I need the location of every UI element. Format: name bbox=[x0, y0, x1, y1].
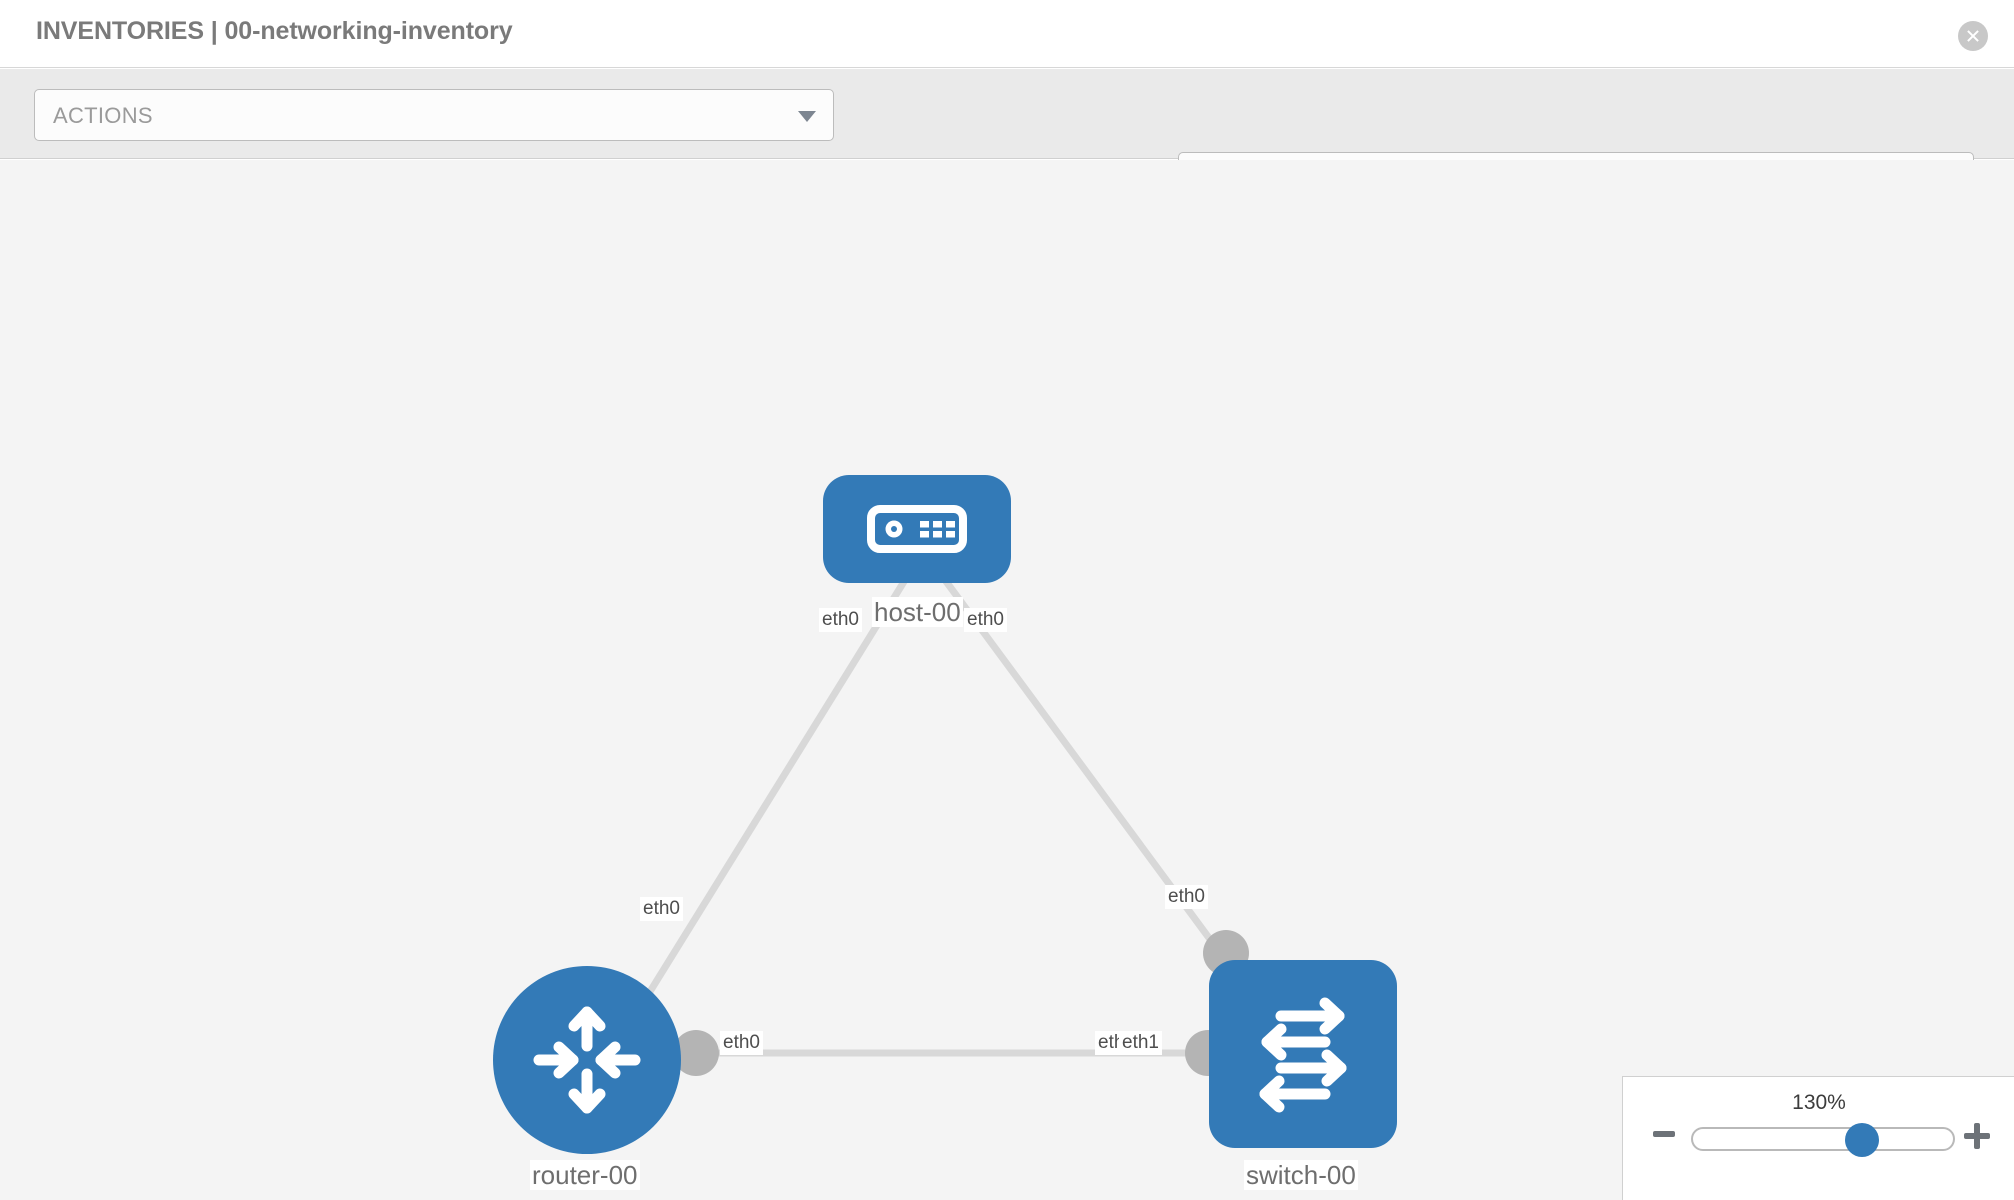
node-switch-00[interactable] bbox=[1209, 960, 1397, 1148]
zoom-control-panel: 130% bbox=[1622, 1076, 2014, 1200]
node-router-00[interactable] bbox=[493, 966, 681, 1154]
link-host-router bbox=[617, 578, 908, 1042]
edge-label-switch-up: eth0 bbox=[1165, 885, 1208, 909]
page-title: INVENTORIES | 00-networking-inventory bbox=[36, 17, 513, 45]
edge-label-host-right: eth0 bbox=[964, 608, 1007, 632]
router-arrows-icon bbox=[533, 1006, 641, 1114]
switch-arrows-icon bbox=[1259, 997, 1347, 1113]
topology-links bbox=[617, 577, 1243, 1057]
page-header: INVENTORIES | 00-networking-inventory bbox=[0, 0, 2014, 68]
edge-label-router-right: eth0 bbox=[720, 1031, 763, 1055]
toolbar: ACTIONS SEARCH bbox=[0, 69, 2014, 204]
edge-label-router-up: eth0 bbox=[640, 897, 683, 921]
node-host-00-shape[interactable] bbox=[823, 475, 1011, 583]
node-switch-00-shape[interactable] bbox=[1209, 960, 1397, 1148]
chevron-down-icon bbox=[798, 111, 816, 122]
node-host-00[interactable] bbox=[823, 475, 1011, 583]
close-icon[interactable] bbox=[1958, 21, 1988, 51]
zoom-slider-track[interactable] bbox=[1691, 1123, 1955, 1157]
node-host-00-label: host-00 bbox=[872, 597, 963, 627]
node-router-00-label: router-00 bbox=[530, 1160, 640, 1190]
actions-dropdown[interactable]: ACTIONS bbox=[34, 89, 834, 141]
topology-canvas[interactable]: host-00 router-00 bbox=[0, 160, 2014, 1200]
link-host-switch bbox=[942, 577, 1243, 983]
edge-label-switch-left: eth1 bbox=[1119, 1031, 1162, 1055]
node-switch-00-label: switch-00 bbox=[1244, 1160, 1358, 1190]
edge-label-host-left: eth0 bbox=[819, 608, 862, 632]
node-router-00-shape[interactable] bbox=[493, 966, 681, 1154]
actions-dropdown-label: ACTIONS bbox=[53, 103, 153, 128]
plus-icon[interactable] bbox=[1962, 1121, 1992, 1151]
zoom-level-label: 130% bbox=[1792, 1091, 1846, 1114]
server-device-icon bbox=[867, 505, 967, 553]
minus-icon[interactable] bbox=[1651, 1121, 1677, 1147]
zoom-slider-thumb[interactable] bbox=[1845, 1123, 1879, 1157]
